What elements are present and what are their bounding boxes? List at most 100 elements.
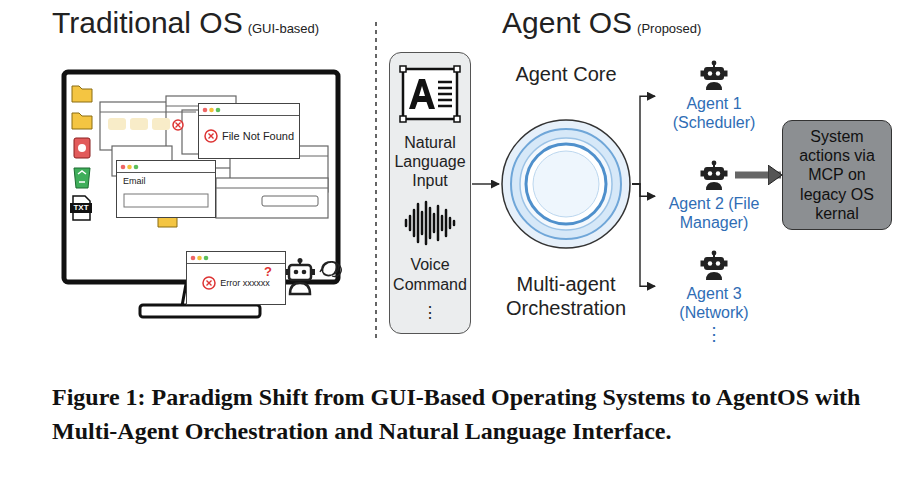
- input-text: ⋮: [422, 303, 438, 322]
- drawing-circle: [716, 171, 720, 175]
- drawing-path: [438, 82, 452, 106]
- core-text: Agent Core: [515, 62, 616, 86]
- drawing-circle: [134, 165, 139, 170]
- drawing-rect: [454, 116, 460, 122]
- arrow-connector: [472, 183, 499, 184]
- drawing-circle: [127, 165, 132, 170]
- drawing-path: [207, 281, 212, 286]
- drawing-circle: [520, 138, 612, 230]
- drawing-path: [72, 86, 92, 102]
- drawing-line: [375, 22, 377, 342]
- core-text: Multi-agent Orchestration: [495, 272, 637, 320]
- drawing-circle: [216, 108, 221, 113]
- drawing-circle: [511, 129, 621, 239]
- drawing-rect: [400, 116, 406, 122]
- robot-icon: [698, 160, 730, 190]
- waveform-icon: [402, 200, 458, 246]
- drawing-path: [406, 202, 454, 244]
- section-heading: Agent OS: [502, 6, 632, 40]
- drawing-g: [108, 118, 170, 130]
- drawing-rect: [311, 269, 315, 275]
- file-type-label: TXT: [70, 203, 92, 213]
- title-bar: [117, 161, 215, 173]
- robot-icon: [698, 250, 730, 280]
- window-text: Email: [123, 176, 146, 186]
- drawing-rect: [262, 196, 318, 206]
- drawing-line: [117, 172, 215, 173]
- document-icon: [399, 64, 461, 124]
- error-icon: [202, 276, 216, 290]
- drawing-path: [78, 171, 86, 182]
- email-window: Email: [116, 160, 216, 218]
- drawing-circle: [203, 277, 215, 289]
- input-text: Voice Command: [393, 255, 467, 293]
- drawing-circle: [712, 251, 717, 256]
- heading-row: Agent OS (Proposed): [502, 6, 701, 40]
- title-bar: [199, 104, 299, 116]
- drawing-rect: [701, 261, 705, 267]
- drawing-circle: [712, 161, 717, 166]
- drawing-circle: [203, 108, 208, 113]
- drawing-circle: [708, 261, 712, 265]
- drawing-line: [216, 188, 328, 189]
- section-heading: Traditional OS: [52, 6, 243, 40]
- title-bar: [187, 252, 285, 264]
- drawing-circle: [205, 130, 217, 142]
- heading-row: Traditional OS(GUI-based): [52, 6, 319, 40]
- drawing-path: [72, 113, 92, 129]
- input-panel: Natural Language InputVoice Command ⋮: [389, 52, 471, 334]
- drawing-rect: [704, 257, 724, 270]
- drawing-rect: [724, 261, 728, 267]
- help-mark: ?: [261, 264, 275, 280]
- drawing-path: [706, 272, 722, 280]
- drawing-g: [285, 258, 315, 294]
- drawing-circle: [298, 258, 303, 263]
- drawing-circle: [197, 256, 202, 261]
- core-circle: [500, 118, 632, 250]
- drawing-rect: [701, 171, 705, 177]
- drawing-path: [290, 283, 310, 294]
- drawing-rect: [216, 178, 328, 218]
- drawing-circle: [526, 144, 606, 224]
- agent-label: Agent 2 (File Manager): [656, 194, 772, 232]
- robot-icon: [698, 60, 730, 90]
- drawing-rect: [400, 66, 406, 72]
- drawing-g: [100, 96, 328, 218]
- input-field: [123, 193, 209, 209]
- agent-label: Agent 3 (Network): [656, 284, 772, 322]
- drawing-line: [199, 115, 299, 116]
- drawing-path: [320, 262, 341, 277]
- drawing-path: [74, 168, 90, 188]
- drawing-rect: [701, 71, 705, 77]
- drawing-rect: [152, 118, 170, 130]
- section-subheading: (Proposed): [637, 21, 701, 36]
- drawing-rect: [140, 305, 260, 317]
- drawing-circle: [708, 71, 712, 75]
- drawing-path: [706, 182, 722, 190]
- drawing-circle: [121, 165, 126, 170]
- drawing-circle: [294, 270, 299, 275]
- drawing-circle: [716, 261, 720, 265]
- drawing-rect: [74, 138, 90, 158]
- arrow-connector: [632, 184, 655, 286]
- drawing-rect: [454, 66, 460, 72]
- drawing-path: [706, 82, 722, 90]
- more-agents-mark: ⋮: [700, 324, 728, 344]
- error-window: File Not Found: [198, 103, 300, 159]
- figure-caption: Figure 1: Paradigm Shift from GUI-Based …: [52, 380, 867, 448]
- drawing-rect: [704, 67, 724, 80]
- drawing-rect: [289, 265, 311, 280]
- error-icon: [204, 129, 218, 143]
- drawing-rect: [704, 167, 724, 180]
- system-box: System actions via MCP on legacy OS kern…: [782, 120, 892, 230]
- drawing-circle: [533, 151, 599, 217]
- agent-node: Agent 3 (Network): [656, 250, 772, 322]
- drawing-circle: [302, 270, 307, 275]
- drawing-rect: [124, 194, 208, 207]
- drawing-circle: [708, 171, 712, 175]
- input-text: Natural Language Input: [393, 133, 467, 191]
- drawing-circle: [502, 120, 630, 248]
- drawing-rect: [724, 171, 728, 177]
- drawing-line: [100, 112, 196, 113]
